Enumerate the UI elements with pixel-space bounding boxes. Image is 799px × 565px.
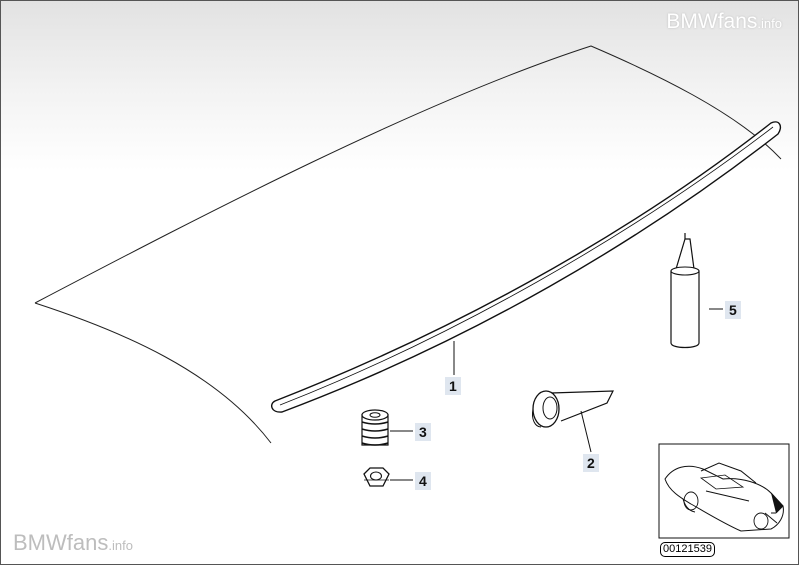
- callout-3: 3: [415, 423, 431, 441]
- expanding-nut-icon: [361, 409, 389, 446]
- adhesive-tape-icon: [532, 390, 614, 428]
- rear-spoiler-edge: [279, 126, 774, 406]
- reference-number: 00121539: [660, 542, 715, 557]
- rear-spoiler: [270, 121, 782, 413]
- watermark-site: BMWfans: [13, 530, 109, 555]
- trunk-lid-outline: [34, 45, 782, 444]
- callout-2: 2: [583, 454, 599, 472]
- watermark-tld: .info: [757, 16, 782, 31]
- watermark-tld: .info: [108, 538, 133, 553]
- callout-5: 5: [725, 301, 741, 319]
- watermark-site: BMWfans: [666, 10, 758, 33]
- adhesive-bottle-icon: [670, 233, 700, 349]
- car-thumbnail: [658, 443, 790, 539]
- watermark-bottom: BMWfans.info: [13, 530, 133, 556]
- callout-1: 1: [445, 377, 461, 395]
- car-thumbnail-icon: [664, 462, 784, 532]
- callout-4: 4: [415, 472, 431, 490]
- leader-line-2: [580, 410, 592, 453]
- watermark-top: BMWfans.info: [666, 10, 782, 34]
- hex-nut-icon: [363, 467, 390, 487]
